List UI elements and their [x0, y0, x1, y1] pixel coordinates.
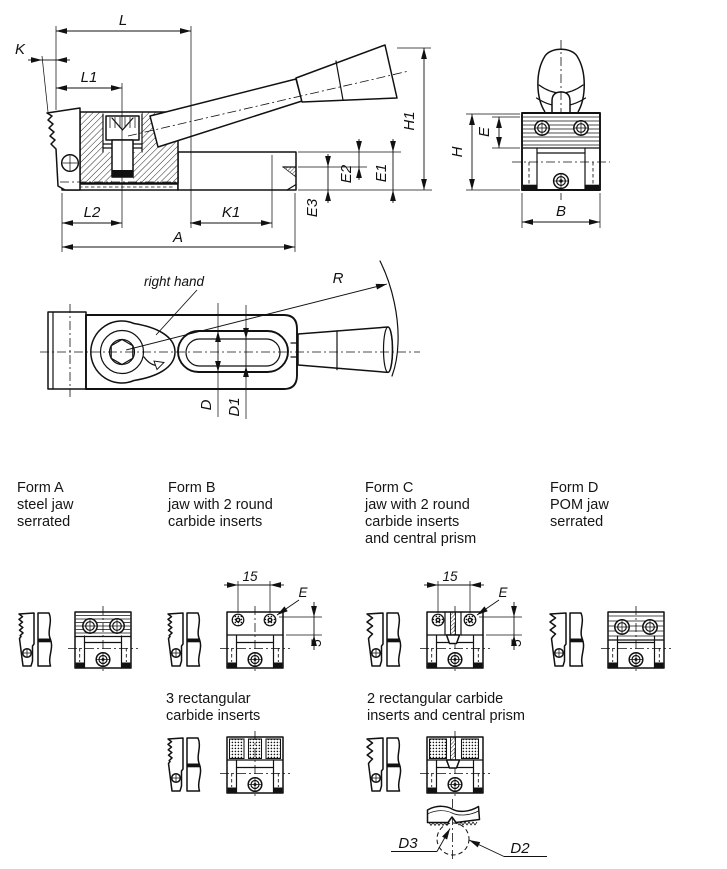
- form-d-title: Form D: [550, 480, 598, 496]
- form-c-views: 15 E 5: [366, 569, 524, 675]
- front-view-dimensions: H E B: [449, 113, 601, 228]
- form-a-desc1: steel jaw: [17, 497, 74, 513]
- c2-insert-left: [428, 738, 448, 760]
- handle-axis-centerline: [127, 70, 410, 137]
- dim-D-label: D: [198, 399, 215, 410]
- b2-insert-2: [247, 738, 263, 760]
- jaw-screw-left: [534, 120, 550, 136]
- form-a-front-view: [67, 605, 139, 675]
- form-b-desc1: jaw with 2 round: [167, 497, 273, 513]
- b2-insert-1: [228, 738, 245, 760]
- form-b-title: Form B: [168, 480, 216, 496]
- handle-knob: [295, 44, 398, 103]
- prism-jaw-section: [426, 805, 481, 824]
- form-c-desc2: carbide inserts: [365, 514, 459, 530]
- dim-E2-label: E2: [338, 164, 355, 183]
- form-d-desc2: serrated: [550, 514, 603, 530]
- variant-c2: 2 rectangular carbide inserts and centra…: [366, 691, 525, 800]
- dim-H1-label: H1: [401, 111, 418, 130]
- form-a-views: [18, 605, 139, 675]
- side-view-dimensions: L K L1 L2 K1 A E2 E1 E3 H1: [15, 12, 432, 252]
- form-b-dim-E: E: [298, 585, 308, 600]
- cap-screw-head: [105, 115, 140, 141]
- grip-top-view: [297, 326, 394, 374]
- form-b-dim-15: 15: [242, 569, 258, 584]
- form-a-desc2: serrated: [17, 514, 70, 530]
- form-c-dim-15: 15: [442, 569, 458, 584]
- c2-insert-right: [460, 738, 480, 760]
- form-c-desc1: jaw with 2 round: [364, 497, 470, 513]
- side-view: L K L1 L2 K1 A E2 E1 E3 H1: [15, 12, 432, 252]
- form-a-screw-left: [82, 618, 98, 634]
- variant-c2-line1: 2 rectangular carbide: [367, 691, 503, 707]
- dim-R-label: R: [333, 270, 344, 287]
- dim-H-label: H: [449, 146, 466, 157]
- form-c-dim-E: E: [498, 585, 508, 600]
- form-b-dimensions: 15 E 5: [224, 569, 324, 650]
- variant-b2-side-view: [167, 737, 202, 792]
- form-b-side-view: [167, 612, 202, 667]
- form-c-dimensions: 15 E 5: [424, 569, 524, 650]
- form-a-side-view: [18, 612, 53, 667]
- rotation-arrow: [153, 360, 165, 371]
- dim-E-label: E: [476, 126, 493, 137]
- slot-outer: [177, 330, 289, 373]
- dim-A-label: A: [172, 229, 183, 246]
- form-d-side-view: [549, 612, 585, 667]
- form-labels: Form A steel jaw serrated Form B jaw wit…: [17, 480, 609, 547]
- c2-prism: [450, 736, 456, 761]
- dim-D1-label: D1: [226, 397, 243, 416]
- slot-inner: [185, 338, 281, 367]
- form-c-side-view: [366, 612, 402, 667]
- variant-c2-side-view: [366, 737, 402, 792]
- variant-c2-line2: inserts and central prism: [367, 708, 525, 724]
- serrated-jaw: [46, 107, 81, 191]
- form-b-views: 15 E 5: [167, 569, 324, 675]
- form-c-dim-5: 5: [509, 639, 524, 647]
- dim-B-label: B: [556, 203, 566, 220]
- dim-L1-label: L1: [81, 69, 98, 86]
- top-view: right hand R D D1: [40, 260, 420, 419]
- form-b-front-view: [219, 605, 291, 675]
- form-a-title: Form A: [17, 480, 64, 496]
- dim-K-label: K: [15, 41, 26, 58]
- form-a-screw-right: [109, 618, 125, 634]
- form-c-prism: [450, 611, 456, 636]
- dim-L-label: L: [119, 12, 127, 29]
- form-b-desc2: carbide inserts: [168, 514, 262, 530]
- right-hand-label: right hand: [144, 274, 205, 289]
- cap-screw-shaft: [111, 139, 134, 178]
- variant-b2-line2: carbide inserts: [166, 708, 260, 724]
- variant-b2: 3 rectangular carbide inserts: [166, 691, 291, 800]
- prism-detail: D3 D2: [391, 799, 547, 861]
- dim-K1-label: K1: [222, 204, 240, 221]
- b2-insert-3: [265, 738, 282, 760]
- form-d-screw-left: [614, 619, 630, 635]
- swing-arc: [379, 260, 399, 377]
- dim-D2-label: D2: [510, 840, 530, 857]
- dim-L2-label: L2: [84, 204, 101, 221]
- form-d-desc1: POM jaw: [550, 497, 609, 513]
- dim-E3-label: E3: [304, 198, 321, 217]
- variant-b2-line1: 3 rectangular: [166, 691, 251, 707]
- form-d-screw-right: [642, 619, 658, 635]
- form-c-desc3: and central prism: [365, 531, 476, 547]
- form-c-title: Form C: [365, 480, 413, 496]
- form-d-views: [549, 605, 672, 675]
- base-plate: [177, 151, 297, 191]
- form-b-dim-5: 5: [309, 639, 324, 647]
- dim-D3-label: D3: [398, 835, 418, 852]
- hex-socket: [110, 338, 134, 366]
- jaw-screw-right: [573, 120, 589, 136]
- dim-E1-label: E1: [373, 164, 390, 182]
- workpiece-circle: [436, 822, 470, 856]
- handle-shaft: [149, 78, 303, 148]
- front-view: H E B: [449, 40, 610, 228]
- jaw-top-view: [47, 311, 87, 390]
